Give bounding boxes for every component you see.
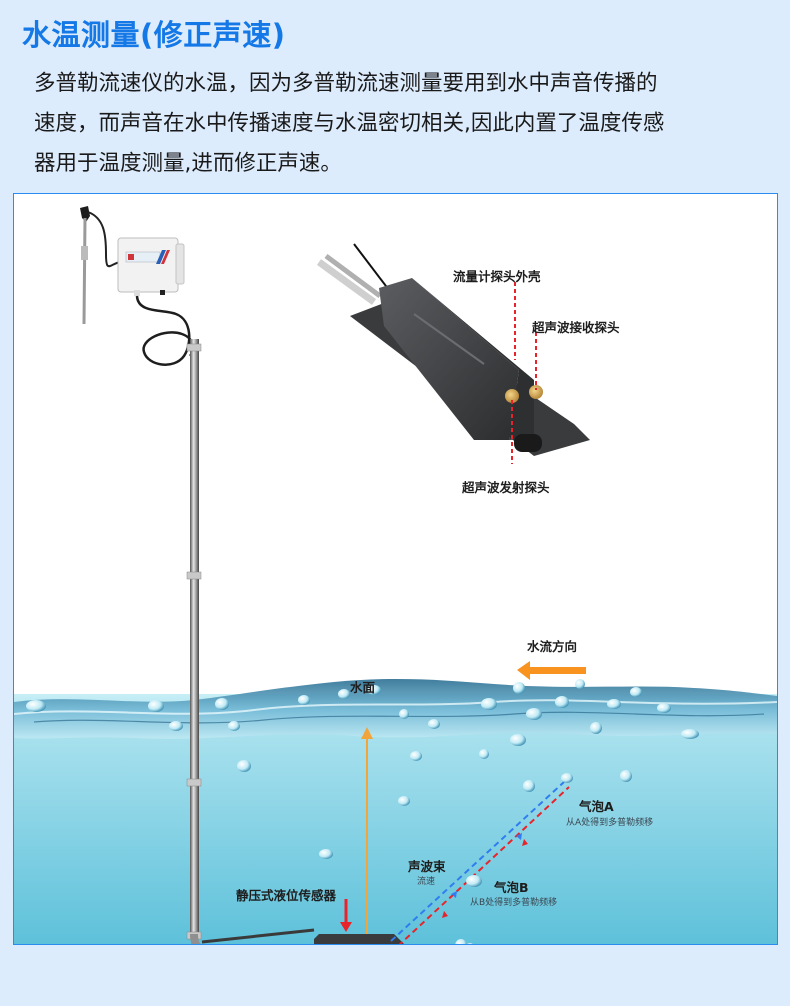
note-bubble-b: 从B处得到多普勒频移 (470, 898, 558, 908)
level-sensor-icon (201, 928, 404, 944)
label-pressure-sensor: 静压式液位传感器 (236, 888, 337, 903)
surface-distance-arrow (361, 727, 373, 934)
label-acoustic-beam: 声波束 (408, 859, 446, 874)
label-water-surface: 水面 (350, 680, 376, 695)
flow-direction-arrow (517, 661, 586, 680)
note-bubble-a: 从A处得到多普勒频移 (566, 818, 654, 828)
bubble-a (561, 773, 573, 783)
bubbles-decoration (26, 679, 699, 944)
mounting-pole-icon (186, 339, 202, 944)
label-bubble-a: 气泡A (579, 799, 614, 814)
description-line: 多普勒流速仪的水温，因为多普勒流速测量要用到水中声音传播的 (34, 71, 658, 96)
callout-lines (511, 282, 537, 464)
diagram-canvas (14, 206, 777, 944)
note-acoustic-beam: 流速 (417, 877, 436, 887)
antenna-icon (80, 206, 121, 325)
description-line: 速度，而声音在水中传播速度与水温密切相关,因此内置了温度传感 (34, 111, 665, 136)
description-line: 器用于温度测量,进而修正声速。 (34, 151, 342, 176)
diagram-panel: 流量计探头外壳 超声波接收探头 超声波发射探头 水流方向 水面 气泡A 从A处得… (13, 193, 778, 945)
label-ultrasonic-receiver: 超声波接收探头 (532, 320, 620, 335)
label-ultrasonic-transmitter: 超声波发射探头 (462, 480, 550, 495)
bubble-b (466, 875, 482, 887)
description-paragraph: 多普勒流速仪的水温，因为多普勒流速测量要用到水中声音传播的 速度，而声音在水中传… (34, 64, 774, 184)
acoustic-beam (390, 773, 573, 944)
label-probe-housing: 流量计探头外壳 (453, 269, 541, 284)
flow-probe-icon (316, 243, 590, 456)
water-body (14, 678, 777, 944)
page-title: 水温测量(修正声速) (22, 18, 286, 52)
label-bubble-b: 气泡B (494, 880, 529, 895)
data-logger-box-icon (117, 237, 195, 366)
label-flow-direction: 水流方向 (527, 639, 578, 654)
pressure-sensor-pointer (340, 899, 352, 932)
